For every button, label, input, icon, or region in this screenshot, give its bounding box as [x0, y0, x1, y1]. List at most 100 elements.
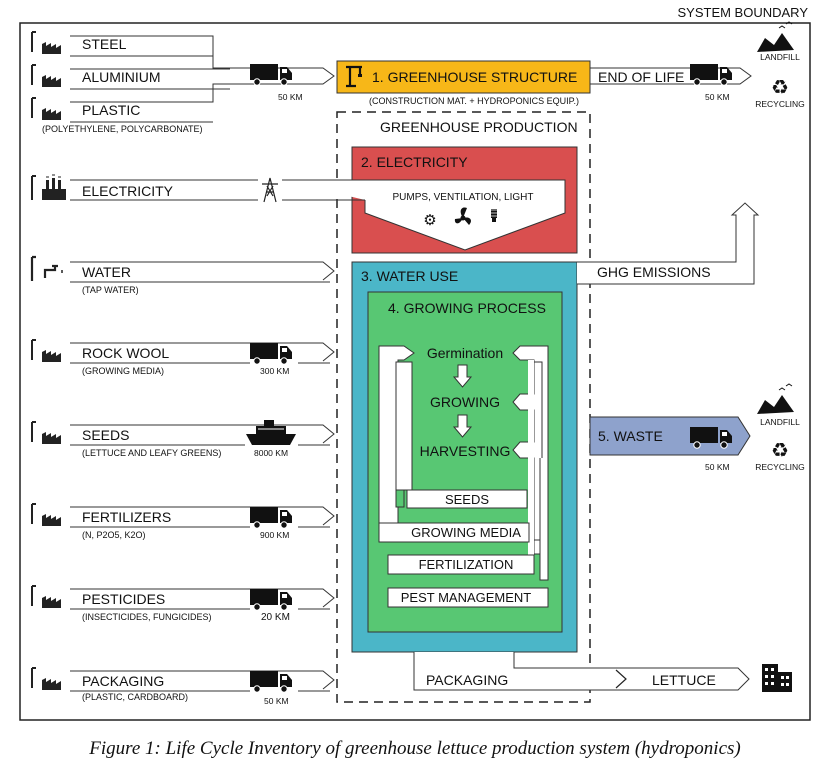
fan-icon [454, 207, 471, 225]
factory-icon [31, 339, 62, 363]
input-electricity-label: ELECTRICITY [82, 183, 174, 199]
landfill-icon [757, 383, 794, 414]
stage-arrow-2 [452, 414, 473, 438]
input-rock-wool-sub: (GROWING MEDIA) [82, 366, 164, 376]
power-plant-icon [31, 174, 66, 200]
input-steel: STEEL [31, 31, 127, 55]
recycling-label: RECYCLING [755, 99, 805, 109]
end-of-life-distance: 50 KM [705, 92, 730, 102]
recycling-icon: ♻ [771, 440, 789, 462]
landfill-icon [757, 21, 794, 52]
recycling-label-waste: RECYCLING [755, 462, 805, 472]
landfill-label-waste: LANDFILL [760, 417, 800, 427]
figure-caption: Figure 1: Life Cycle Inventory of greenh… [89, 738, 741, 759]
input-plastic-label: PLASTIC [82, 102, 140, 118]
input-aluminium: ALUMINIUM [31, 64, 161, 88]
pesticides-distance: 20 KM [261, 612, 290, 623]
input-water-sub: (TAP WATER) [82, 285, 139, 295]
power-pylon-icon [262, 177, 278, 203]
packaging-output-label: PACKAGING [426, 672, 508, 688]
layer-fertilization-box [387, 554, 535, 575]
input-electricity: ELECTRICITY [31, 174, 174, 200]
water-arrow [70, 261, 335, 283]
lettuce-output-arrow [413, 652, 750, 691]
factory-icon [31, 585, 62, 609]
waste-arrow [589, 416, 751, 456]
truck-icon [249, 588, 293, 611]
landfill-label: LANDFILL [760, 52, 800, 62]
input-fertilizers-label: FERTILIZERS [82, 509, 171, 525]
truck-icon [689, 63, 733, 86]
input-plastic-sub: (POLYETHYLENE, POLYCARBONATE) [42, 124, 203, 134]
materials-arrow-body [240, 67, 335, 85]
building-icon [762, 664, 792, 692]
truck-icon [249, 63, 293, 86]
input-seeds-sub: (LETTUCE AND LEAFY GREENS) [82, 448, 221, 458]
electricity-line-top [70, 179, 566, 251]
life-cycle-diagram: SYSTEM BOUNDARY STEEL ALUMINIUM PLASTIC … [19, 5, 811, 721]
factory-icon [31, 421, 62, 445]
layer-pest-management-box [387, 587, 549, 608]
input-pesticides-sub: (INSECTICIDES, FUNGICIDES) [82, 612, 212, 622]
input-water: WATER (TAP WATER) [30, 255, 139, 295]
rock-wool-distance: 300 KM [260, 366, 289, 376]
layer-seeds: SEEDS [445, 492, 489, 507]
input-fertilizers-sub: (N, P2O5, K2O) [82, 530, 146, 540]
stage-growing: GROWING [430, 394, 500, 410]
input-plastic: PLASTIC (POLYETHYLENE, POLYCARBONATE) [31, 97, 203, 134]
waste-distance: 50 KM [705, 462, 730, 472]
input-pesticides-label: PESTICIDES [82, 591, 165, 607]
factory-icon [31, 97, 62, 121]
layer-pest-management: PEST MANAGEMENT [401, 590, 532, 605]
waste-title: 5. WASTE [598, 428, 663, 444]
lettuce-output-label: LETTUCE [652, 672, 716, 688]
layer-seeds-box [406, 489, 528, 509]
growing-process-title: 4. GROWING PROCESS [388, 300, 546, 316]
layer-growing-media: GROWING MEDIA [411, 525, 521, 540]
greenhouse-structure-sub: (CONSTRUCTION MAT. + HYDROPONICS EQUIP.) [369, 96, 579, 106]
ghg-emissions-arrow [577, 202, 760, 285]
factory-icon [31, 31, 62, 55]
truck-icon [249, 506, 293, 529]
ghg-emissions-label: GHG EMISSIONS [597, 264, 711, 280]
crane-icon [346, 65, 362, 88]
ship-icon [246, 420, 296, 445]
factory-icon [31, 64, 62, 88]
layer-growing-media-box [378, 522, 530, 543]
gear-icon: ⚙ [423, 212, 436, 229]
input-aluminium-label: ALUMINIUM [82, 69, 161, 85]
input-seeds: SEEDS (LETTUCE AND LEAFY GREENS) 8000 KM [31, 420, 335, 458]
end-of-life-label: END OF LIFE [598, 69, 684, 85]
tap-icon [30, 255, 63, 281]
input-rock-wool: ROCK WOOL (GROWING MEDIA) 300 KM [31, 339, 335, 376]
truck-icon [249, 342, 293, 365]
greenhouse-production-title: GREENHOUSE PRODUCTION [380, 119, 578, 135]
electricity-title: 2. ELECTRICITY [361, 154, 468, 170]
growing-flow-paths [378, 345, 549, 555]
greenhouse-production-boundary [336, 111, 591, 703]
seeds-distance: 8000 KM [254, 448, 288, 458]
pest-flow-line [539, 458, 549, 581]
system-boundary-label: SYSTEM BOUNDARY [677, 5, 808, 20]
stage-germination: Germination [427, 345, 503, 361]
greenhouse-structure-title: 1. GREENHOUSE STRUCTURE [372, 69, 577, 85]
input-packaging: PACKAGING (PLASTIC, CARDBOARD) 50 KM [31, 667, 335, 706]
packaging-distance: 50 KM [264, 696, 289, 706]
greenhouse-structure-box [336, 60, 591, 94]
electricity-items: PUMPS, VENTILATION, LIGHT [393, 192, 534, 203]
factory-icon [31, 503, 62, 527]
input-water-label: WATER [82, 264, 131, 280]
layer-fertilization: FERTILIZATION [419, 557, 514, 572]
water-use-title: 3. WATER USE [361, 268, 458, 284]
structure-distance: 50 KM [278, 92, 303, 102]
input-seeds-label: SEEDS [82, 427, 129, 443]
materials-merge-lines [70, 35, 240, 123]
input-pesticides: PESTICIDES (INSECTICIDES, FUNGICIDES) 20… [31, 585, 335, 623]
stage-harvesting: HARVESTING [420, 443, 511, 459]
input-fertilizers: FERTILIZERS (N, P2O5, K2O) 900 KM [31, 503, 335, 540]
truck-icon [249, 670, 293, 693]
fertilizers-distance: 900 KM [260, 530, 289, 540]
light-bulb-icon [490, 209, 498, 222]
input-rock-wool-label: ROCK WOOL [82, 345, 169, 361]
recycling-icon: ♻ [771, 77, 789, 99]
